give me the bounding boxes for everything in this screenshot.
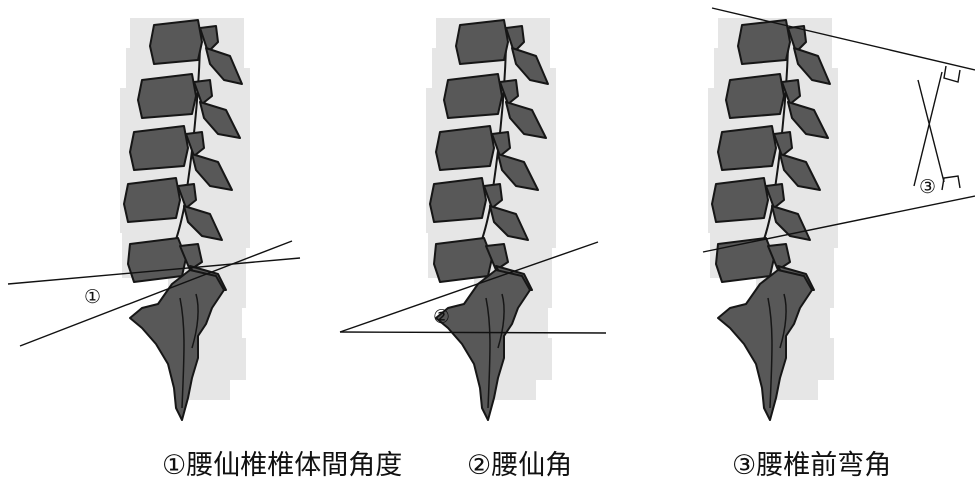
angle-marker-1: ① xyxy=(84,286,101,308)
panel-3: ③ xyxy=(703,8,975,420)
caption-lumbosacral-angle: ②腰仙角 xyxy=(467,452,572,479)
perpendicular-line-lower xyxy=(914,72,942,186)
lumbar-spine-illustration-2 xyxy=(426,18,556,420)
caption-lumbosacral-intervertebral-angle: ①腰仙椎椎体間角度 xyxy=(162,452,402,479)
angle-marker-2: ② xyxy=(433,306,450,328)
lumbar-spine-illustration-1 xyxy=(120,18,250,420)
lumbar-spine-illustration-3 xyxy=(708,18,838,420)
caption-lumbar-lordosis-angle: ③腰椎前弯角 xyxy=(732,452,891,479)
right-angle-mark-upper xyxy=(944,66,960,82)
horizontal-reference-line xyxy=(340,332,606,333)
right-angle-mark-lower xyxy=(942,176,960,190)
panel-2: ② xyxy=(340,18,606,420)
perpendicular-line-upper xyxy=(918,80,944,182)
angle-marker-3: ③ xyxy=(919,176,936,198)
panel-1: ① xyxy=(8,18,300,420)
